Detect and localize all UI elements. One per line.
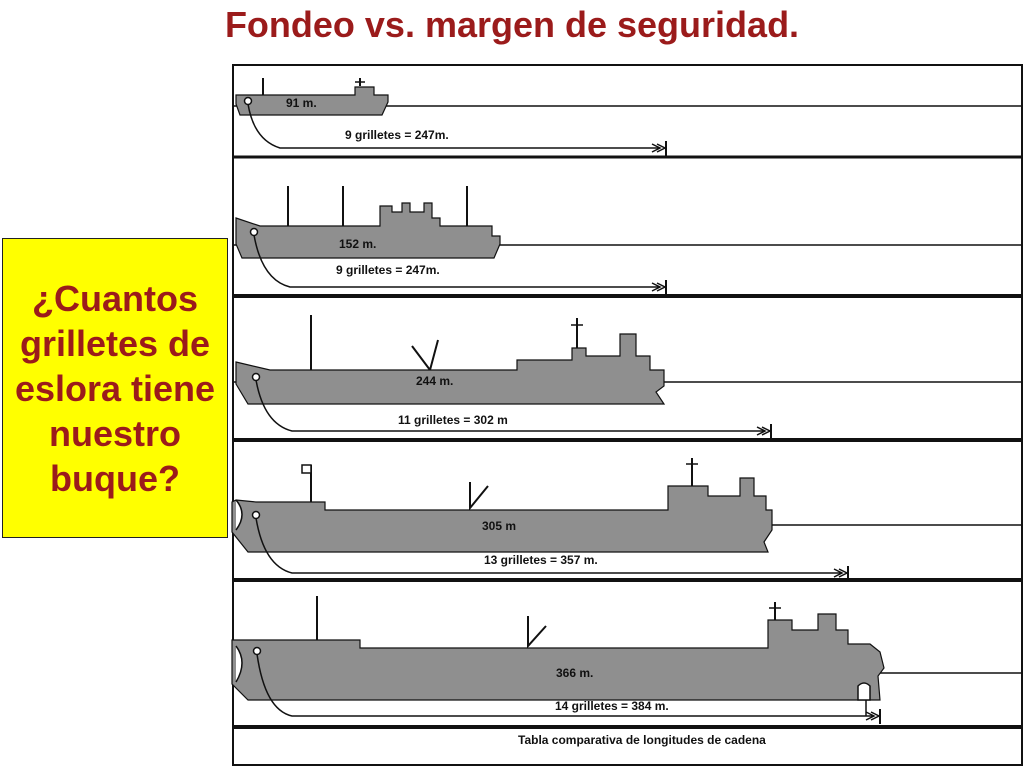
footer-caption: Tabla comparativa de longitudes de caden… (518, 733, 766, 747)
chain-label-3: 11 grilletes = 302 m (398, 413, 508, 427)
ship-hull-4 (231, 477, 773, 553)
ship-row-5: 366 m. 14 grilletes = 384 m. (231, 596, 1022, 724)
chain-label-5: 14 grilletes = 384 m. (555, 699, 669, 713)
ship-row-1: 91 m. 9 grilletes = 247m. (233, 78, 1022, 156)
ship-hull-5 (231, 613, 885, 701)
chain-label-2: 9 grilletes = 247m. (336, 263, 440, 277)
ship-row-2: 152 m. 9 grilletes = 247m. (233, 186, 1022, 295)
seabed-lines (233, 155, 1022, 729)
ship-hull-3 (235, 333, 666, 405)
diagram-frame (232, 64, 1023, 766)
ship-length-label-3: 244 m. (416, 374, 453, 388)
chain-label-4: 13 grilletes = 357 m. (484, 553, 598, 567)
question-box: ¿Cuantos grilletes de eslora tiene nuest… (2, 238, 228, 538)
ship-hull-2 (235, 202, 501, 259)
ship-length-label-4: 305 m (482, 519, 516, 533)
ship-row-3: 244 m. 11 grilletes = 302 m (233, 315, 1022, 439)
ship-length-label-2: 152 m. (339, 237, 376, 251)
chain-label-1: 9 grilletes = 247m. (345, 128, 449, 142)
question-text: ¿Cuantos grilletes de eslora tiene nuest… (14, 277, 216, 499)
ship-row-4: 305 m 13 grilletes = 357 m. (231, 458, 1022, 581)
ship-length-label-5: 366 m. (556, 666, 593, 680)
slide-title: Fondeo vs. margen de seguridad. (224, 4, 800, 45)
ship-length-label-1: 91 m. (286, 96, 317, 110)
